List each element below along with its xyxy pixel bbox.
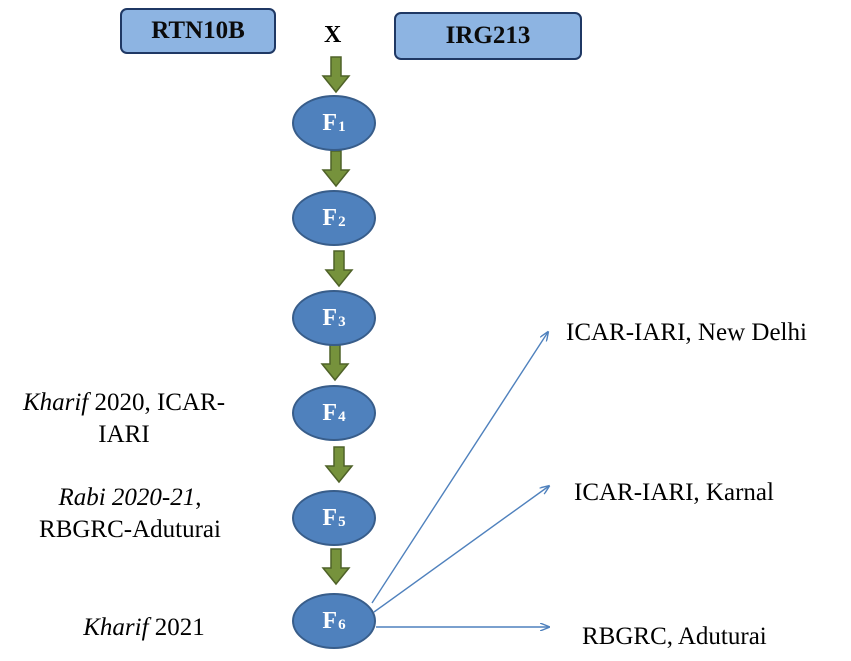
season-italic: Kharif xyxy=(22,389,89,416)
parent-rtn10b-label: RTN10B xyxy=(151,17,245,44)
gen-subscript: 1 xyxy=(338,118,346,135)
gen-letter: F xyxy=(322,607,338,634)
season-note-f5: Rabi 2020-21, RBGRC-Aduturai xyxy=(14,482,246,546)
gen-letter: F xyxy=(322,204,338,231)
location-aduturai: RBGRC, Aduturai xyxy=(582,623,767,650)
gen-subscript: 6 xyxy=(338,616,346,633)
gen-letter: F xyxy=(322,304,338,331)
gen-subscript: 4 xyxy=(338,408,346,425)
season-note-f4: Kharif 2020, ICAR- IARI xyxy=(4,387,244,451)
season-note-f6: Kharif 2021 xyxy=(66,612,222,644)
location-new-delhi: ICAR-IARI, New Delhi xyxy=(566,319,807,346)
gen-subscript: 5 xyxy=(338,513,346,530)
season-text-line2: IARI xyxy=(98,421,150,448)
season-text: 2021 xyxy=(148,614,205,641)
season-italic: Rabi 2020-21 xyxy=(58,484,196,511)
gen-letter: F xyxy=(322,399,338,426)
cross-symbol: X xyxy=(324,22,342,48)
gen-subscript: 3 xyxy=(338,313,346,330)
season-text: , xyxy=(195,484,202,511)
parent-irg213-box: IRG213 xyxy=(394,12,582,60)
parent-rtn10b-box: RTN10B xyxy=(120,8,276,54)
arrow-down-cross-to-f1 xyxy=(321,56,351,94)
parent-irg213-label: IRG213 xyxy=(445,22,531,49)
line-to-karnal xyxy=(373,486,549,613)
gen-subscript: 2 xyxy=(338,213,346,230)
line-to-new-delhi xyxy=(371,332,548,604)
season-text: 2020, ICAR- xyxy=(88,389,226,416)
arrow-down-f5-to-f6 xyxy=(321,548,351,586)
season-italic: Kharif xyxy=(83,614,149,641)
gen-letter: F xyxy=(322,109,338,136)
location-karnal: ICAR-IARI, Karnal xyxy=(574,479,774,506)
season-text-line2: RBGRC-Aduturai xyxy=(39,516,221,543)
arrow-down-f2-to-f3 xyxy=(324,250,354,288)
arrow-down-f4-to-f5 xyxy=(324,446,354,484)
arrow-down-f1-to-f2 xyxy=(321,150,351,188)
arrow-down-f3-to-f4 xyxy=(320,344,350,382)
gen-letter: F xyxy=(322,504,338,531)
